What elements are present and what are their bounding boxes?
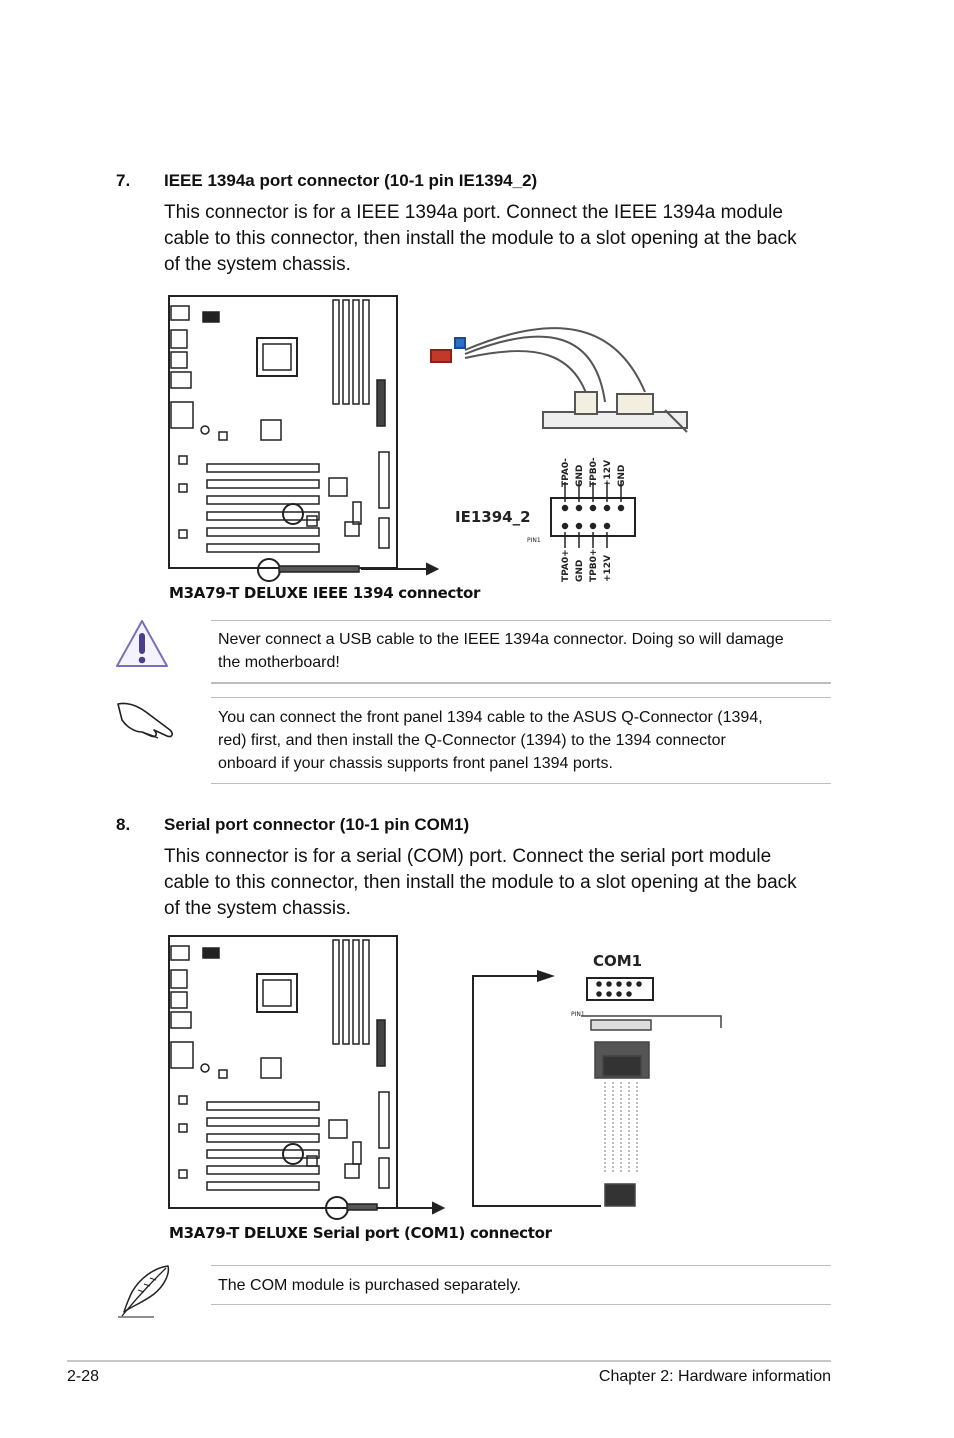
note-divider — [211, 682, 831, 684]
pin1-label: PIN1 — [527, 537, 541, 544]
pin-label: GND — [575, 560, 585, 582]
pin-label: GND — [617, 465, 627, 487]
chapter-title: Chapter 2: Hardware information — [598, 1368, 831, 1385]
com-arrow — [537, 970, 555, 982]
ieee1394-header-label: IE1394_2 — [455, 508, 531, 526]
ieee1394-diagram: TPA0- GND TPB0- +12V GND TPA0+ GND TPB0+… — [168, 295, 688, 582]
page-number: 2-28 — [67, 1368, 100, 1385]
section-8-number: 8. — [116, 815, 131, 834]
section-7-body-line: cable to this connector, then install th… — [164, 228, 797, 249]
feather-note-text: The COM module is purchased separately. — [218, 1274, 838, 1297]
hand-note-line: onboard if your chassis supports front p… — [218, 755, 613, 772]
section-7-body-line: of the system chassis. — [164, 254, 351, 275]
pin-label: +12V — [603, 460, 613, 487]
section-8-body-line: cable to this connector, then install th… — [164, 872, 797, 893]
pin-label: TPB0+ — [589, 549, 599, 582]
pin-label: GND — [575, 465, 585, 487]
note-divider — [211, 1304, 831, 1305]
pin-label: TPB0- — [589, 457, 599, 487]
section-7-body: This connector is for a IEEE 1394a port.… — [164, 200, 844, 278]
hand-note-line: You can connect the front panel 1394 cab… — [218, 709, 763, 726]
section-7-body-line: This connector is for a IEEE 1394a port.… — [164, 202, 783, 223]
hand-note-line: red) first, and then install the Q-Conne… — [218, 732, 726, 749]
arrow-to-header — [361, 562, 440, 576]
section-8-body: This connector is for a serial (COM) por… — [164, 844, 844, 922]
com1-pinout — [586, 977, 654, 1001]
section-8-body-line: of the system chassis. — [164, 898, 351, 919]
motherboard-layout — [168, 935, 398, 1220]
caution-note-line: Never connect a USB cable to the IEEE 13… — [218, 631, 784, 648]
com1-diagram: COM1 PIN1 — [168, 935, 722, 1220]
com1-figure: COM1 PIN1 M3A79-T DELUXE Serial port (CO… — [165, 932, 735, 1244]
footer-divider — [67, 1360, 831, 1362]
section-7-number: 7. — [116, 171, 131, 190]
note-divider — [211, 697, 831, 698]
pin1-label: PIN1 — [571, 1011, 585, 1018]
feather-note-line: The COM module is purchased separately. — [218, 1277, 521, 1294]
ieee1394-module — [430, 327, 688, 433]
ieee1394-pinout — [550, 482, 636, 548]
hand-note-text: You can connect the front panel 1394 cab… — [218, 706, 838, 775]
section-7-title: IEEE 1394a port connector (10-1 pin IE13… — [164, 171, 538, 190]
com1-header-label: COM1 — [593, 952, 642, 970]
com-connection-lines — [472, 975, 601, 1207]
ieee1394-figure-caption: M3A79-T DELUXE IEEE 1394 connector — [169, 584, 481, 602]
pin-label: TPA0- — [561, 458, 571, 487]
caution-note-text: Never connect a USB cable to the IEEE 13… — [218, 628, 838, 674]
pin-label: +12V — [603, 555, 613, 582]
section-8-body-line: This connector is for a serial (COM) por… — [164, 846, 772, 867]
motherboard-layout — [168, 295, 398, 582]
ieee1394-pin-labels-bottom: TPA0+ GND TPB0+ +12V — [561, 549, 613, 582]
note-divider — [211, 783, 831, 784]
caution-note-line: the motherboard! — [218, 654, 340, 671]
quill-icon — [114, 1262, 174, 1325]
arrow-to-header — [377, 1201, 446, 1215]
note-divider — [211, 620, 831, 621]
pointing-hand-icon — [114, 696, 180, 747]
note-divider — [211, 1265, 831, 1266]
ieee1394-figure: TPA0- GND TPB0- +12V GND TPA0+ GND TPB0+… — [165, 292, 695, 604]
pin-label: TPA0+ — [561, 549, 571, 582]
com-module — [581, 1015, 722, 1207]
com1-figure-caption: M3A79-T DELUXE Serial port (COM1) connec… — [169, 1224, 552, 1242]
section-8-title: Serial port connector (10-1 pin COM1) — [164, 815, 470, 834]
ieee1394-pin-labels-top: TPA0- GND TPB0- +12V GND — [561, 457, 627, 487]
warning-icon — [114, 618, 170, 675]
